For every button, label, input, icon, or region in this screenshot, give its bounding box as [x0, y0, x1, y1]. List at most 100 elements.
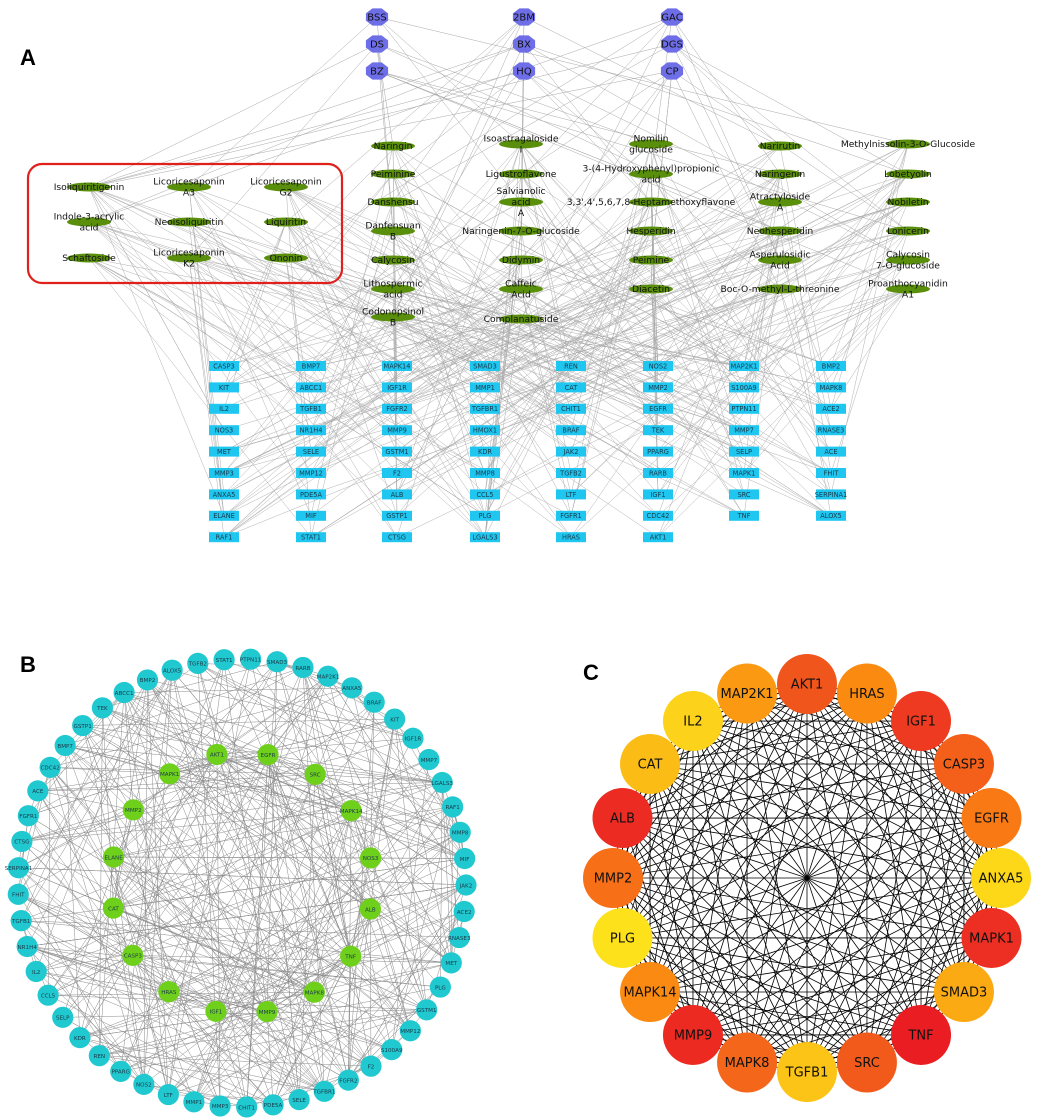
herb-compound-edge [88, 70, 673, 188]
ppi-edge [82, 725, 221, 1107]
ppi-edge [113, 806, 453, 909]
herb-node-bss: BSS [365, 8, 389, 26]
ppi-edge [315, 774, 453, 808]
compound-target-edge [396, 201, 909, 367]
compound-ellipse [371, 312, 415, 322]
ppi-node-label: ANXA5 [342, 686, 362, 692]
compound-label: Naringenin-7-O-glucoside [462, 226, 580, 237]
ppi-edge [120, 1011, 268, 1072]
hub-edge [649, 763, 694, 1036]
ppi-node-raf1: RAF1 [442, 796, 464, 818]
herb-compound-edge [376, 16, 394, 232]
herb-octagon [365, 35, 389, 53]
compound-target-edge [520, 201, 832, 516]
ppi-node-label: MAP2K1 [317, 674, 340, 680]
ppi-node-label: BRAF [367, 700, 382, 706]
compound-target-edge [657, 173, 781, 367]
compound-target-edge [570, 288, 781, 495]
target-node-stat1: STAT1 [296, 532, 326, 543]
ppi-edge [49, 767, 268, 1012]
hub-edge [622, 817, 1002, 879]
hub-node-label: AKT1 [210, 752, 224, 758]
compound-target-edge [188, 257, 572, 538]
ppi-node-circle [262, 1094, 284, 1116]
ppi-edge [124, 692, 352, 811]
ppi-node-circle [183, 1091, 205, 1113]
compound-target-edge [223, 143, 652, 538]
hub-node-hras: HRAS [158, 981, 180, 1003]
target-node-mif: MIF [296, 510, 326, 521]
ppi-node-label: RAF1 [446, 805, 461, 811]
compound-target-edge [188, 257, 745, 367]
compound-label: Peiminine [371, 169, 416, 180]
ppi-node-circle [39, 756, 61, 778]
target-label: TGFB2 [559, 469, 582, 477]
compound-target-edge [188, 186, 312, 431]
target-label: SRC [737, 491, 750, 499]
target-node-pparg: PPARG [643, 446, 673, 457]
ppi-edge [99, 1055, 325, 1092]
target-rect [470, 468, 500, 478]
compound-target-edge [223, 259, 781, 474]
target-rect [209, 468, 239, 478]
hub-gene-label: SRC [854, 1056, 880, 1071]
ppi-edge [50, 687, 352, 768]
ppi-edge [266, 738, 414, 1012]
compound-node-3-3-4-5-6-7-8-heptamethoxyflavone: 3,3',4',5,6,7,8-Heptamethoxyflavone [567, 197, 736, 208]
ppi-edge [168, 991, 372, 1067]
target-label: AKT1 [650, 534, 667, 542]
herb-octagon [660, 35, 684, 53]
target-rect [470, 382, 500, 393]
hub-gene-mmp9: MMP9 [662, 1004, 723, 1065]
target-label: SELE [303, 448, 319, 456]
compound-target-edge [657, 288, 909, 388]
herb-label: GAC [661, 13, 682, 24]
ppi-edge [193, 810, 352, 1102]
target-node-tgfb1: TGFB1 [296, 403, 326, 414]
hub-edge [612, 817, 992, 879]
ppi-edge [62, 809, 134, 1018]
ppi-edge [215, 1011, 325, 1092]
hub-gene-il2: IL2 [662, 691, 723, 752]
ppi-node-label: MMP8 [452, 830, 469, 836]
herb-node-cp: CP [660, 62, 684, 80]
compound-ellipse [264, 253, 308, 263]
hub-gene-label: CAT [638, 757, 663, 772]
ppi-edge [113, 907, 217, 1012]
compound-target-edge [310, 201, 909, 388]
herb-node-gac: GAC [660, 8, 684, 26]
target-rect [556, 510, 586, 521]
hub-node-egfr: EGFR [257, 744, 279, 766]
hub-edge [746, 693, 992, 819]
compound-label: Narirutin [760, 141, 801, 152]
hub-gene-smad3: SMAD3 [933, 962, 994, 1023]
target-label: NR1H4 [300, 427, 323, 435]
ppi-edge [18, 679, 148, 895]
ppi-edge [65, 745, 443, 783]
ppi-node-label: NOS2 [136, 1082, 152, 1088]
target-rect [209, 403, 239, 414]
panel-c-edges [612, 683, 1002, 1073]
ppi-node-chit1: CHIT1 [236, 1096, 258, 1118]
herb-compound-edge [392, 70, 525, 290]
ppi-edge [216, 754, 461, 833]
herb-compound-edge [392, 16, 673, 318]
hub-node-circle [206, 743, 228, 766]
ppi-edge [27, 946, 268, 1012]
ppi-node-circle [341, 677, 363, 699]
compound-target-edge [188, 257, 312, 474]
ppi-edge [124, 692, 443, 783]
ppi-edge [99, 1009, 427, 1056]
ppi-edge [272, 911, 465, 1106]
target-node-igf1: IGF1 [643, 489, 673, 500]
target-node-mmp8: MMP8 [470, 468, 500, 478]
ppi-node-plg: PLG [429, 976, 451, 998]
compound-target-edge [657, 230, 909, 367]
ppi-node-circle [187, 652, 209, 675]
target-label: STAT1 [301, 534, 321, 542]
herb-node-bx: BX [512, 35, 536, 53]
ppi-node-circle [27, 780, 49, 802]
